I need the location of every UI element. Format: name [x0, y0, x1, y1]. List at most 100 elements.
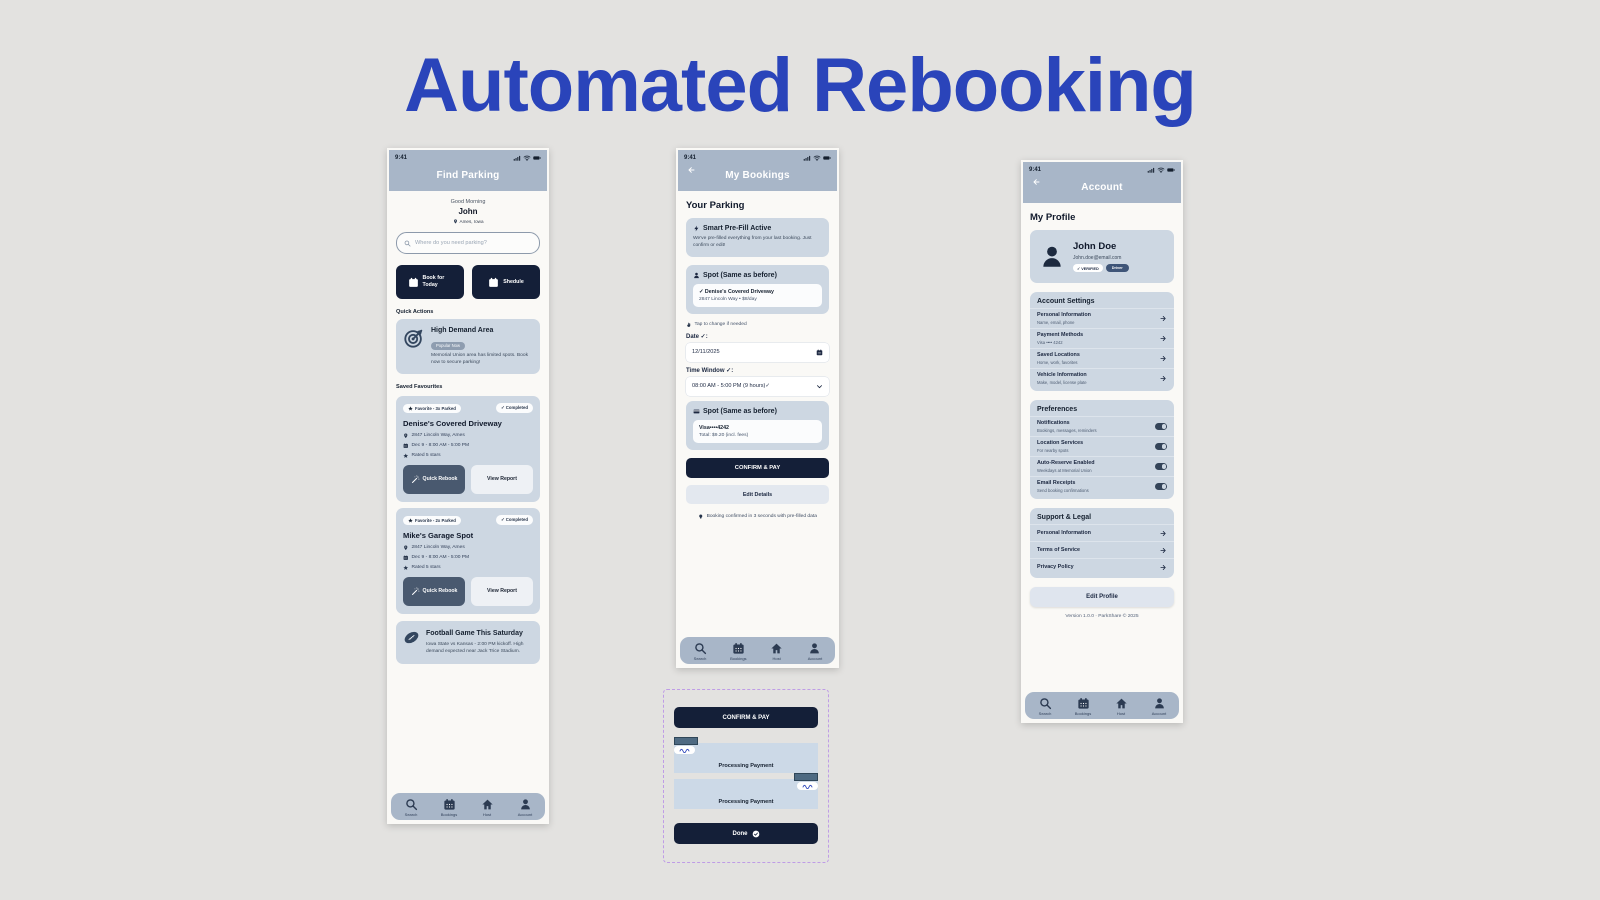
schedule-row: Dec 9 - 8:00 AM - 5:00 PM [403, 555, 533, 561]
profile-card: John Doe John.doe@email.com ✓ VERIFIED D… [1030, 230, 1174, 283]
row-support-personal-information[interactable]: Personal Information [1030, 524, 1174, 541]
nav-host[interactable]: Host [475, 798, 499, 817]
spot-summary[interactable]: ✓ Denise's Covered Driveway 2847 Lincoln… [693, 283, 822, 308]
signal-icon [1147, 167, 1155, 173]
edit-profile-button[interactable]: Edit Profile [1030, 587, 1174, 607]
hand-pointer-icon [686, 322, 692, 328]
back-arrow-icon[interactable] [687, 166, 695, 174]
view-report-button[interactable]: View Report [471, 465, 533, 495]
payment-summary[interactable]: Visa••••4242 Total: $9.20 (incl. fees) [693, 419, 822, 444]
date-label: Date ✓: [686, 333, 708, 340]
quick-rebook-button[interactable]: Quick Rebook [403, 465, 465, 495]
nav-account[interactable]: Account [1147, 697, 1171, 716]
find-header: 9:41 Find Parking [389, 150, 547, 191]
chevron-down-icon [816, 383, 823, 390]
person-icon [519, 798, 532, 811]
view-report-button[interactable]: View Report [471, 577, 533, 607]
avatar [1039, 244, 1065, 270]
confirm-pay-button[interactable]: CONFIRM & PAY [686, 458, 829, 479]
back-arrow-icon[interactable] [1032, 178, 1040, 186]
home-icon [770, 642, 783, 655]
username-text: John [458, 207, 478, 216]
prefill-body: We've pre-filled everything from your la… [693, 236, 812, 249]
rating-row: Rated 5 stars [403, 565, 533, 571]
nav-account[interactable]: Account [803, 642, 827, 661]
bookings-header: 9:41 My Bookings [678, 150, 837, 191]
wand-icon [411, 587, 420, 596]
email-receipts-toggle[interactable] [1155, 483, 1167, 490]
processing-payment-bar: Processing Payment [674, 743, 818, 773]
squiggle-icon [802, 784, 814, 789]
star-icon [408, 518, 413, 523]
spot-name: ✓ Denise's Covered Driveway [699, 288, 774, 295]
quick-rebook-button[interactable]: Quick Rebook [403, 577, 465, 607]
edit-details-button[interactable]: Edit Details [686, 485, 829, 505]
row-privacy-policy[interactable]: Privacy Policy [1030, 558, 1174, 575]
person-icon [693, 272, 700, 279]
nav-bookings[interactable]: Bookings [437, 798, 461, 817]
nav-search[interactable]: Search [688, 642, 712, 661]
profile-email: John.doe@email.com [1073, 254, 1122, 261]
schedule-button[interactable]: Shedule [472, 265, 540, 299]
check-circle-icon [752, 830, 760, 838]
confirm-pay-button[interactable]: CONFIRM & PAY [674, 707, 818, 728]
wifi-icon [813, 155, 821, 161]
home-icon [1115, 697, 1128, 710]
book-today-button[interactable]: Book for Today [396, 265, 464, 299]
nav-host[interactable]: Host [1109, 697, 1133, 716]
high-demand-title: High Demand Area [431, 327, 494, 334]
done-button[interactable]: Done [674, 823, 818, 844]
address-row: 2847 Lincoln Way, Ames [403, 433, 533, 439]
football-icon [403, 629, 420, 646]
nav-account[interactable]: Account [513, 798, 537, 817]
nav-label: Account [1151, 711, 1167, 716]
nav-bookings[interactable]: Bookings [1071, 697, 1095, 716]
calendar-icon [403, 555, 409, 561]
search-icon [694, 642, 707, 655]
search-input[interactable]: Where do you need parking? [396, 232, 540, 254]
date-value: 12/11/2025 [692, 349, 720, 356]
row-terms-of-service[interactable]: Terms of Service [1030, 541, 1174, 558]
payment-card: Spot (Same as before) Visa••••4242 Total… [686, 400, 829, 451]
high-demand-card[interactable]: High Demand Area Popular Now Memorial Un… [396, 319, 540, 375]
auto-reserve-toggle[interactable] [1155, 463, 1167, 470]
pin-icon [403, 545, 409, 551]
time-window-value: 08:00 AM - 5:00 PM (9 hours)✓ [692, 383, 771, 390]
spot-details: 2847 Lincoln Way • $8/day [699, 297, 757, 303]
processing-payment-bar: Processing Payment [674, 779, 818, 809]
star-icon [408, 406, 413, 411]
star-icon [403, 565, 409, 571]
nav-bookings[interactable]: Bookings [726, 642, 750, 661]
spot-card-title: Spot (Same as before) [703, 271, 777, 279]
event-title: Football Game This Saturday [426, 630, 523, 638]
event-card[interactable]: Football Game This Saturday Iowa State v… [396, 621, 540, 664]
driver-badge: Driver [1105, 264, 1129, 272]
account-header: 9:41 Account [1023, 162, 1181, 203]
date-field[interactable]: 12/11/2025 [686, 342, 829, 362]
saved-favourites-label: Saved Favourites [396, 384, 443, 391]
favorite-badge: Favorite - 3x Parked [403, 403, 461, 413]
time-window-select[interactable]: 08:00 AM - 5:00 PM (9 hours)✓ [686, 376, 829, 396]
battery-icon [823, 155, 831, 161]
location-services-toggle[interactable] [1155, 443, 1167, 450]
search-icon [1039, 697, 1052, 710]
nav-host[interactable]: Host [765, 642, 789, 661]
home-icon [481, 798, 494, 811]
arrow-right-icon [1160, 335, 1167, 342]
location-text: Ames, Iowa [459, 219, 484, 224]
version-text: Version 1.0.0 · ParkShare © 2025 [1065, 614, 1139, 619]
nav-label: Host [772, 656, 781, 661]
completed-badge: ✓ Completed [496, 515, 533, 526]
popular-now-badge: Popular Now [431, 341, 465, 350]
notifications-toggle[interactable] [1155, 423, 1167, 430]
nav-search[interactable]: Search [1033, 697, 1057, 716]
nav-label: Account [807, 656, 823, 661]
book-today-label: Book for Today [422, 275, 445, 288]
nav-search[interactable]: Search [399, 798, 423, 817]
